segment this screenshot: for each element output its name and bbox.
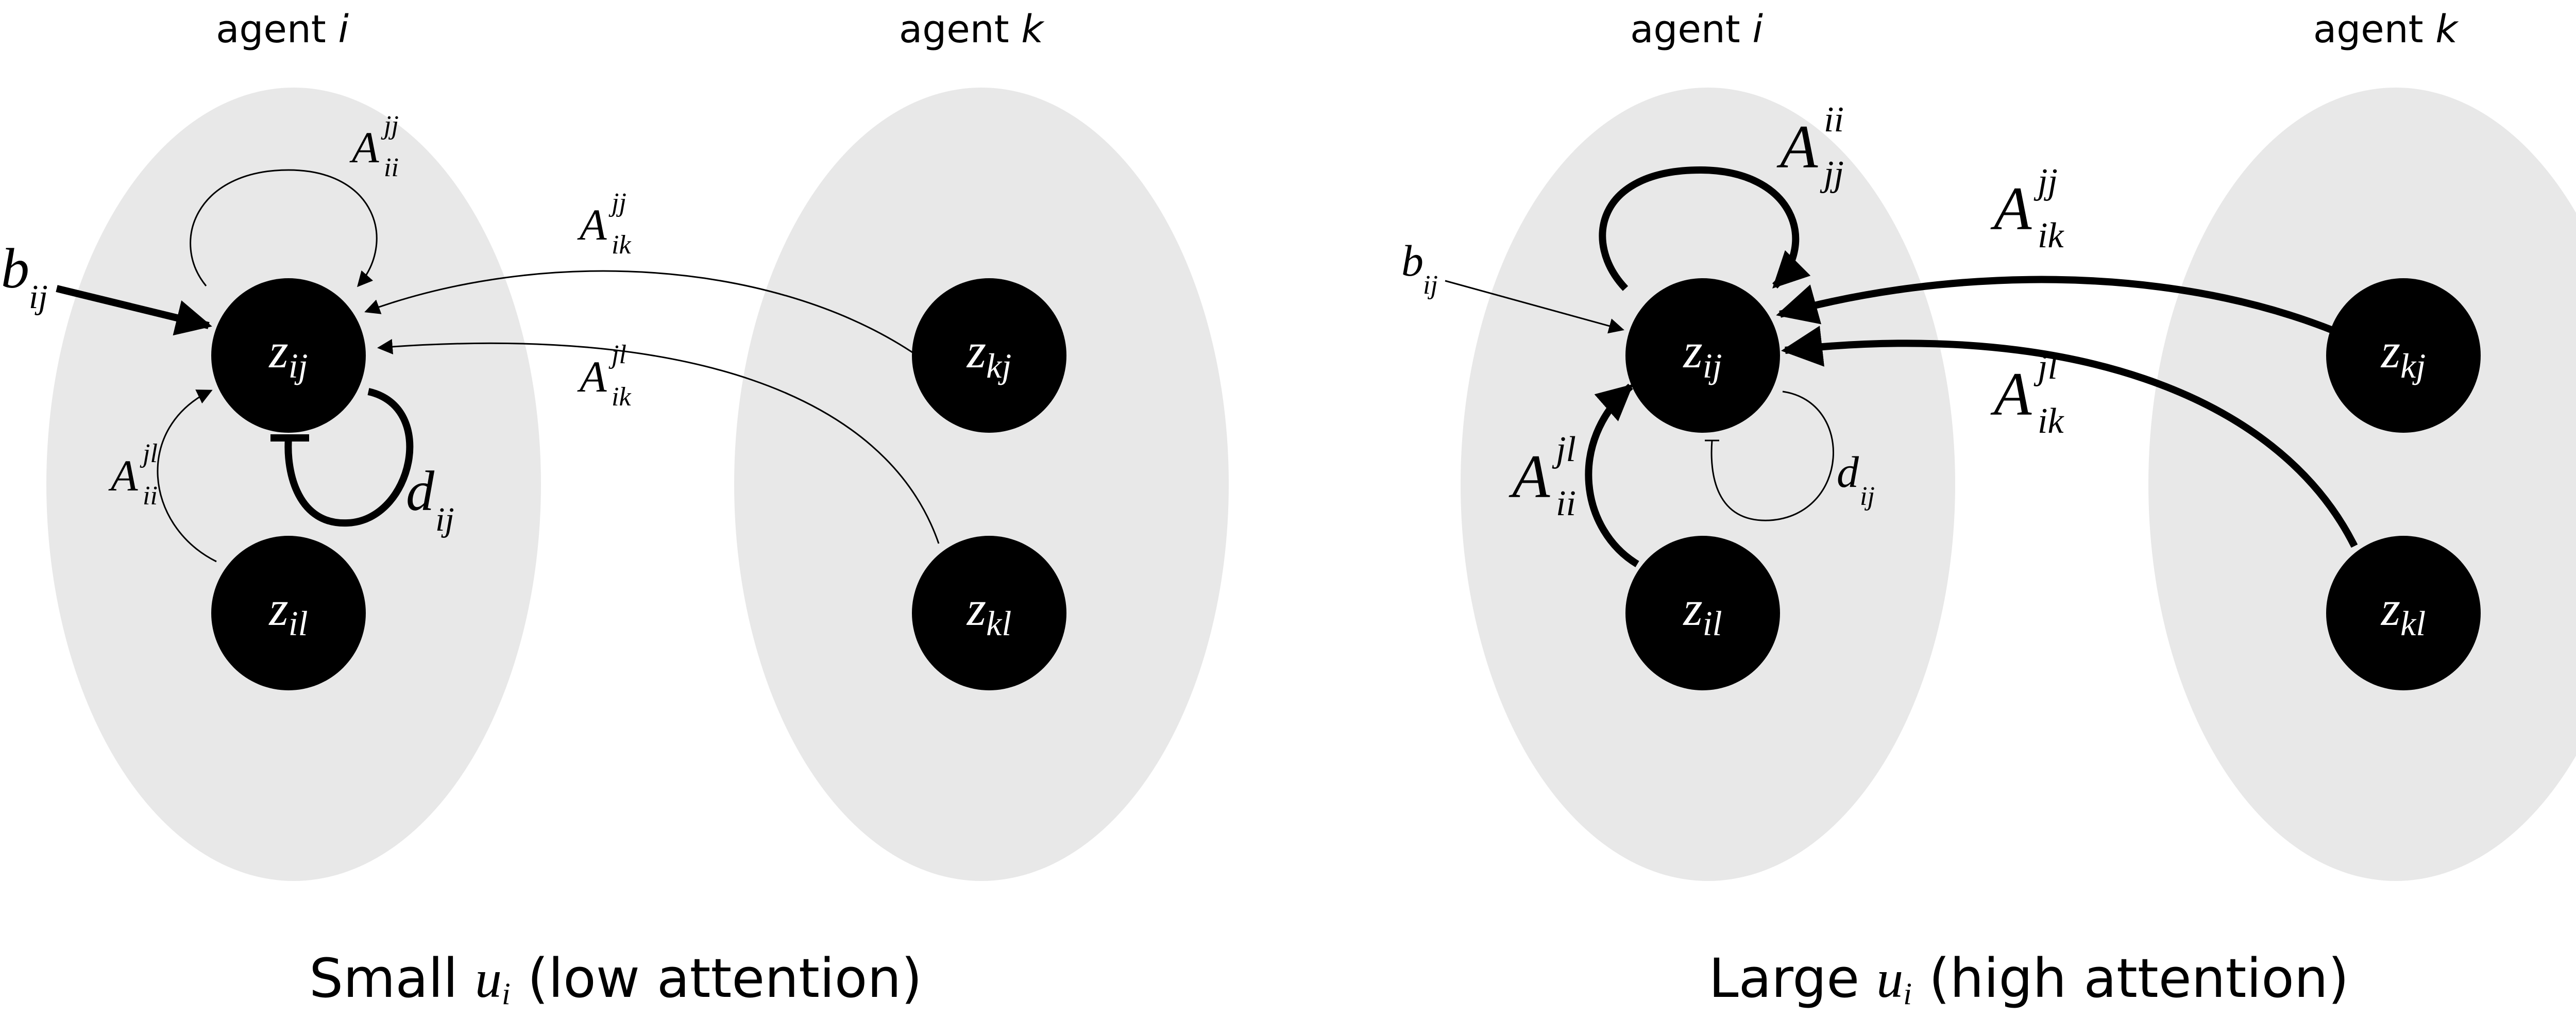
label-from-zil: A jl ii — [1509, 430, 1576, 523]
svg-text:jl: jl — [1552, 430, 1576, 469]
agent-k-title: agent k — [899, 7, 1045, 52]
node-zkj: zkj — [912, 278, 1066, 433]
svg-text:b: b — [1401, 236, 1423, 285]
svg-text:ii: ii — [143, 481, 158, 511]
svg-text:d: d — [1837, 447, 1859, 497]
node-zkl: zkl — [2326, 536, 2481, 690]
svg-text:jj: jj — [381, 111, 399, 140]
node-zil: zil — [211, 536, 366, 690]
svg-text:ii: ii — [1556, 484, 1576, 523]
label-input: b ij — [1, 237, 48, 316]
svg-text:A: A — [349, 123, 379, 172]
svg-text:A: A — [1990, 360, 2032, 428]
edge-from-zkl — [1781, 326, 2358, 548]
svg-text:ij: ij — [435, 501, 454, 538]
svg-text:zkl: zkl — [2380, 581, 2426, 643]
node-zij: zij — [1625, 278, 1780, 433]
svg-text:ik: ik — [612, 230, 631, 260]
agent-i-title: agent i — [1630, 7, 1763, 52]
svg-text:jj: jj — [608, 188, 626, 217]
self-loop-edge — [190, 169, 378, 287]
svg-text:jl: jl — [140, 439, 158, 468]
svg-text:ii: ii — [384, 153, 399, 182]
svg-text:jl: jl — [2033, 347, 2058, 387]
node-zkj: zkj — [2326, 278, 2481, 433]
svg-text:b: b — [1, 237, 29, 300]
edge-from-zil — [1585, 383, 1639, 567]
svg-text:A: A — [108, 451, 138, 500]
label-self-loop: A jj ii — [349, 111, 399, 182]
caption-small: Small ui (low attention) — [309, 947, 922, 1011]
input-edge — [1445, 280, 1624, 334]
svg-text:ij: ij — [1860, 482, 1875, 511]
svg-text:ij: ij — [1423, 270, 1438, 300]
node-zkl: zkl — [912, 536, 1066, 690]
label-from-zkj: A jj ik — [577, 188, 631, 260]
svg-text:jl: jl — [608, 340, 626, 369]
self-loop-edge — [1599, 166, 1811, 291]
svg-text:ii: ii — [1824, 100, 1844, 140]
svg-text:ik: ik — [2038, 401, 2064, 441]
svg-text:zkj: zkj — [2380, 323, 2426, 385]
decay-edge — [284, 388, 414, 527]
decay-edge — [1710, 391, 1834, 521]
agent-i-ellipse — [1461, 88, 1955, 881]
panel-large-attention: agent i agent k zij zil zkj zkl A — [1401, 7, 2576, 1011]
edge-from-zil — [157, 389, 217, 563]
panel-small-attention: agent i agent k zij zil zkj zkl A — [1, 7, 1229, 1011]
agent-k-title: agent k — [2313, 7, 2459, 52]
svg-text:zkl: zkl — [966, 581, 1011, 643]
svg-text:A: A — [577, 352, 607, 401]
node-zil: zil — [1625, 536, 1780, 690]
svg-text:A: A — [577, 200, 607, 249]
svg-text:zij: zij — [1682, 323, 1722, 385]
edge-from-zkl — [377, 338, 940, 544]
label-input: b ij — [1401, 236, 1438, 300]
svg-text:d: d — [406, 460, 435, 522]
svg-text:jj: jj — [1820, 154, 1844, 194]
edge-from-zkj — [1776, 276, 2335, 334]
node-zij: zij — [211, 278, 366, 433]
agent-i-title: agent i — [216, 7, 349, 52]
label-from-zkj: A jj ik — [1990, 162, 2064, 256]
label-from-zil: A jl ii — [108, 439, 158, 511]
caption-large: Large ui (high attention) — [1709, 947, 2349, 1011]
label-self-loop: A ii jj — [1776, 100, 1844, 194]
svg-text:ij: ij — [29, 278, 48, 316]
input-edge — [56, 285, 212, 336]
label-from-zkl: A jl ik — [1990, 347, 2064, 441]
agent-k-ellipse — [2148, 88, 2576, 881]
edge-from-zkj — [364, 270, 918, 357]
svg-text:zij: zij — [268, 323, 308, 385]
label-from-zkl: A jl ik — [577, 340, 631, 412]
label-decay: d ij — [406, 460, 454, 538]
svg-text:jj: jj — [2033, 162, 2058, 201]
svg-text:zil: zil — [1682, 581, 1722, 643]
svg-text:zil: zil — [268, 581, 308, 643]
svg-text:zkj: zkj — [966, 323, 1011, 385]
label-decay: d ij — [1837, 447, 1875, 511]
svg-text:ik: ik — [2038, 216, 2064, 256]
svg-text:A: A — [1509, 442, 1550, 511]
svg-text:ik: ik — [612, 382, 631, 412]
agent-k-ellipse — [734, 88, 1229, 881]
svg-text:A: A — [1990, 174, 2032, 243]
svg-text:A: A — [1776, 112, 1818, 181]
